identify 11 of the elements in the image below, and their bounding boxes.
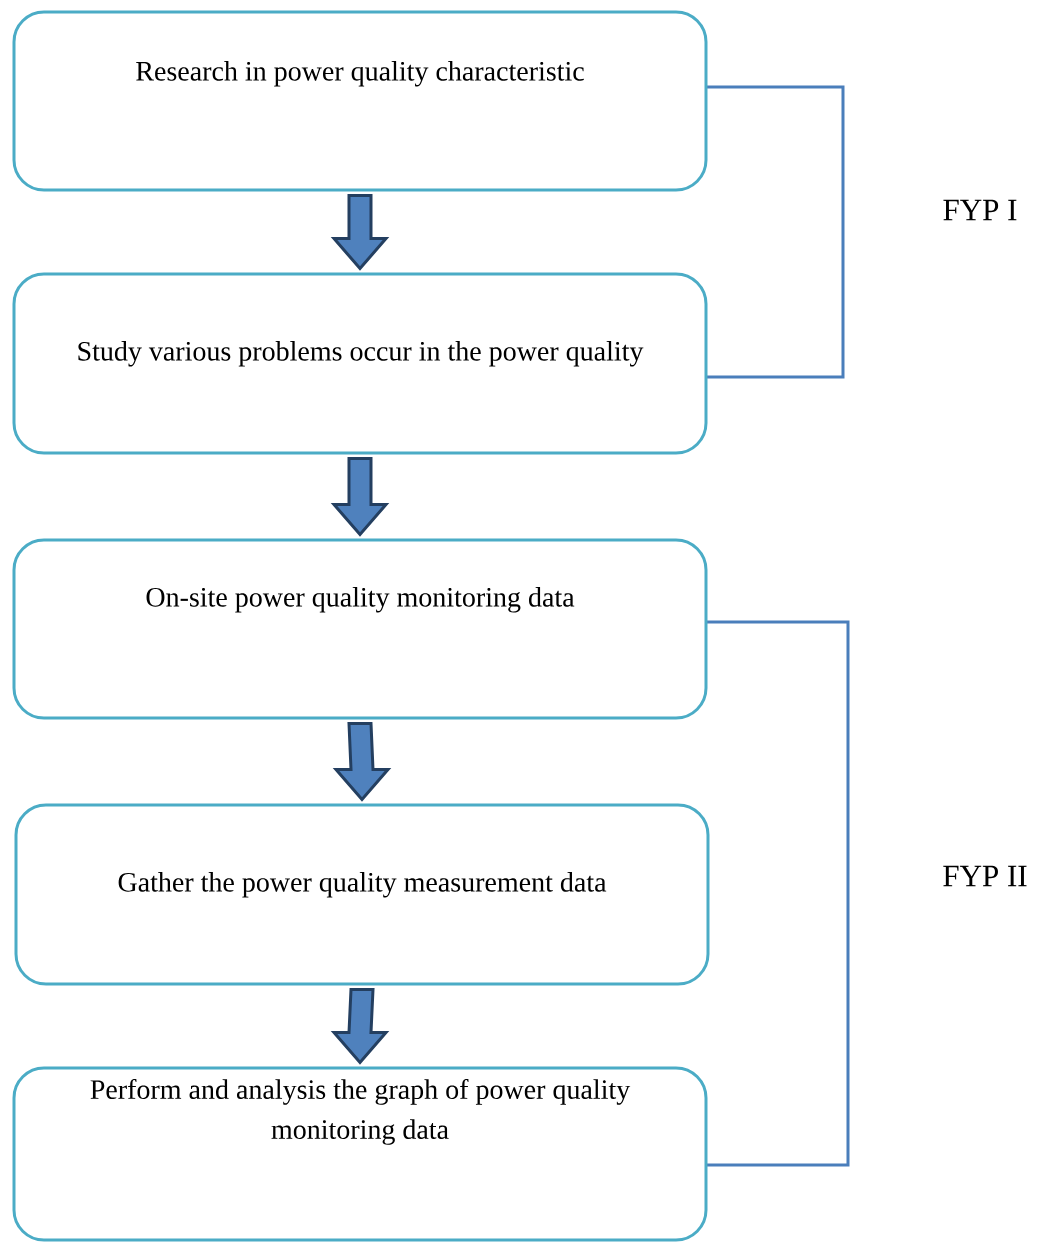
process-box: Gather the power quality measurement data [14,803,710,986]
phase-label: FYP II [943,865,1027,887]
block-arrow [330,457,390,537]
block-arrow [330,988,390,1065]
process-box: On-site power quality monitoring data [12,538,708,720]
block-arrow [332,722,392,802]
process-box: Research in power quality characteristic [12,10,708,192]
process-box: Study various problems occur in the power quality [12,272,708,455]
block-arrow [330,194,390,271]
phase-label: FYP I [943,199,1017,221]
process-box: Perform and analysis the graph of power quality monitoring data [12,1066,708,1242]
